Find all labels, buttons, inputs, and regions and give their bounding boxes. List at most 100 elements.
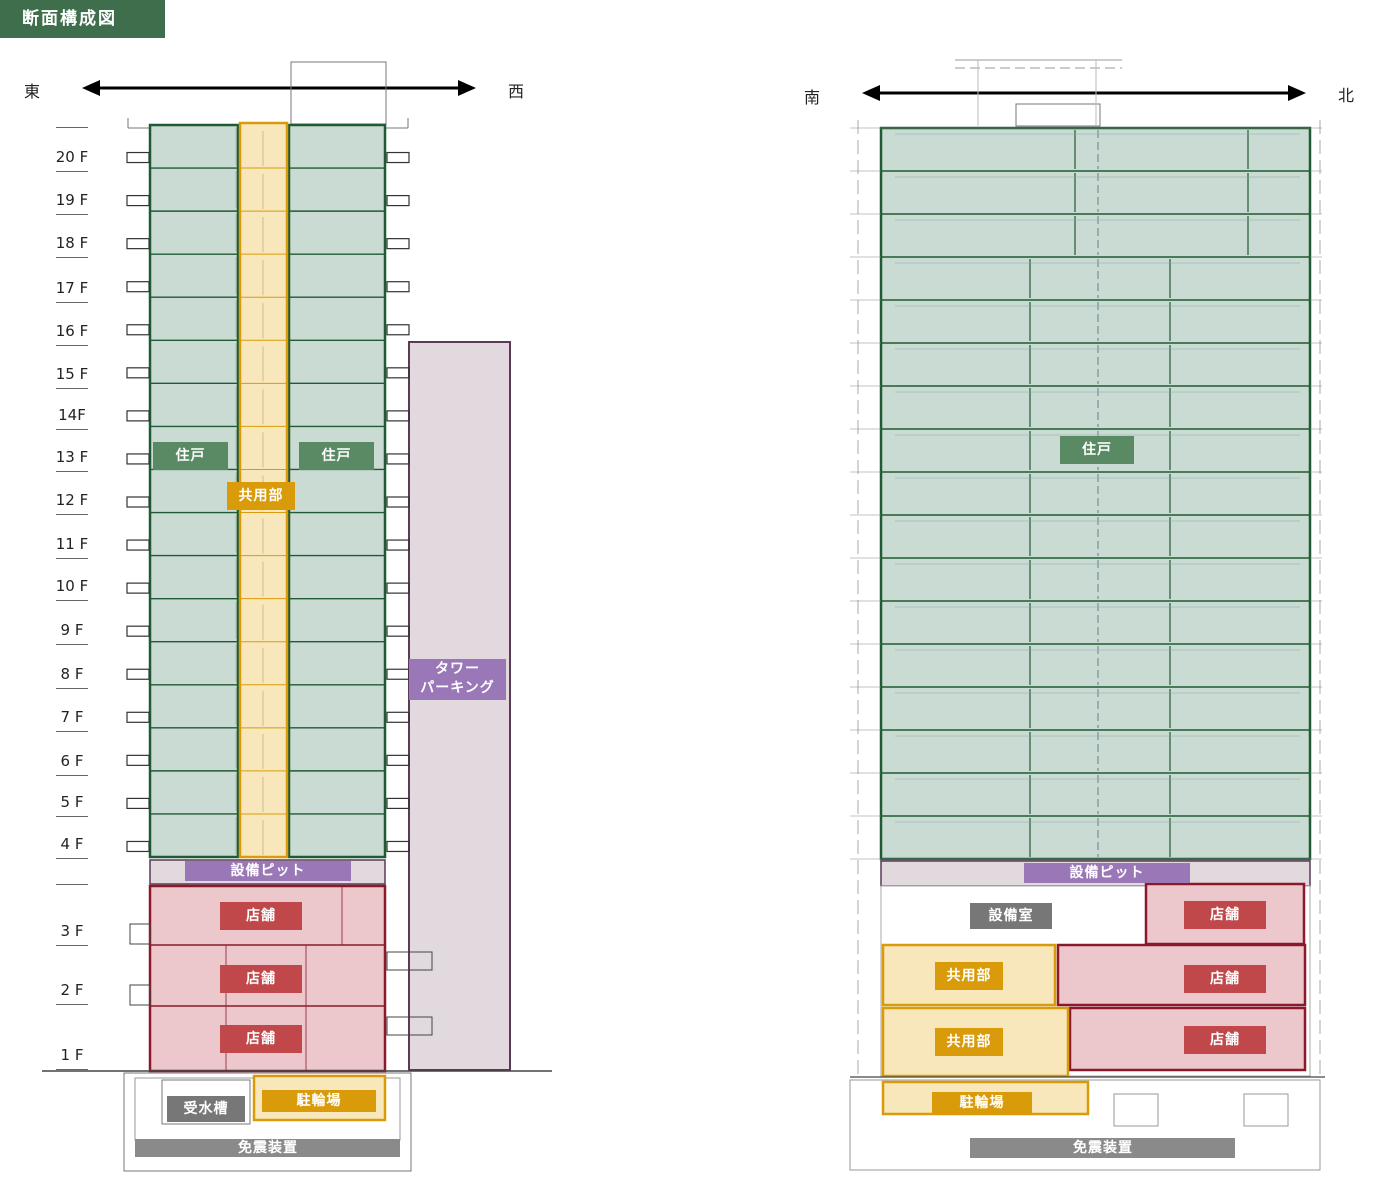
balcony-east <box>126 194 150 207</box>
floor-label: 11 F <box>55 535 89 553</box>
arrow-head-north <box>1288 85 1306 101</box>
balcony-east <box>126 625 150 637</box>
floor-label: 2 F <box>60 981 84 999</box>
residential-east-block <box>148 123 240 859</box>
floor-label: 9 F <box>60 621 84 639</box>
floor-tick <box>56 884 88 885</box>
floor-label: 4 F <box>60 835 84 853</box>
equipment-pit-tag-right: 設備ピット <box>1024 863 1190 883</box>
balcony-west <box>386 754 410 766</box>
shop-tag-left-3f: 店舗 <box>220 902 302 930</box>
balcony-east <box>126 840 150 853</box>
floor-tick <box>56 345 88 346</box>
floor-tick <box>56 644 88 645</box>
right-section <box>849 59 1325 1171</box>
arrow-head-west <box>458 80 476 96</box>
residence-tag-east: 住戸 <box>153 442 228 470</box>
floor-tick <box>56 600 88 601</box>
floor-tick <box>56 514 88 515</box>
floor-label: 14F <box>58 406 86 424</box>
floor-label: 8 F <box>60 665 84 683</box>
floor-label: 12 F <box>55 491 89 509</box>
balcony-west <box>386 194 410 207</box>
seismic-isolation-left <box>135 1139 400 1157</box>
balcony-west <box>386 410 410 422</box>
balcony-east <box>126 410 150 422</box>
balcony-east <box>126 539 150 551</box>
floor-label: 20 F <box>55 148 89 166</box>
floor-label: 6 F <box>60 752 84 770</box>
floor-tick <box>56 388 88 389</box>
floor-tick <box>56 429 88 430</box>
floor-label: 15 F <box>55 365 89 383</box>
balcony-west <box>386 711 410 723</box>
balcony-west <box>386 625 410 637</box>
balcony-west <box>386 324 410 336</box>
floor-label: 10 F <box>55 577 89 595</box>
balcony-east <box>126 453 150 465</box>
balcony-west <box>386 582 410 594</box>
direction-west-label: 西 <box>508 82 525 101</box>
balcony-west <box>386 496 410 508</box>
common-tag-left: 共用部 <box>227 482 295 510</box>
floor-tick <box>56 731 88 732</box>
balcony-west <box>386 840 410 853</box>
balcony-east <box>126 367 150 379</box>
tower-parking-label-1: タワー <box>435 661 480 677</box>
direction-east-label: 東 <box>24 82 41 101</box>
rooftop-structure <box>290 61 387 125</box>
floor-label: 18 F <box>55 234 89 252</box>
balcony-east <box>126 711 150 723</box>
balcony-west <box>386 151 410 164</box>
floor-tick <box>56 816 88 817</box>
balcony-east <box>126 324 150 336</box>
balcony-east <box>126 754 150 766</box>
floor-tick <box>56 171 88 172</box>
residence-tag-right: 住戸 <box>1060 436 1134 464</box>
floor-tick <box>56 945 88 946</box>
shop-tag-left-1f: 店舗 <box>220 1025 302 1053</box>
tower-parking-label-2: パーキング <box>420 680 495 696</box>
balcony-west <box>386 367 410 379</box>
tower-parking-block <box>408 341 511 1071</box>
balcony-east <box>126 668 150 680</box>
balcony-east <box>126 582 150 594</box>
bicycle-parking-tag-left: 駐輪場 <box>262 1090 376 1112</box>
balcony-east <box>126 496 150 508</box>
floor-tick <box>56 127 88 128</box>
common-tag-right-1f: 共用部 <box>935 1028 1003 1056</box>
residence-tag-west: 住戸 <box>299 442 374 470</box>
residential-west-block <box>287 123 387 859</box>
tower-parking-tag: タワー パーキング <box>409 659 506 700</box>
floor-tick <box>56 1004 88 1005</box>
arrow-head-south <box>862 85 880 101</box>
shop-tag-right-3f: 店舗 <box>1184 901 1266 929</box>
balcony-east <box>126 797 150 810</box>
floor-tick <box>56 214 88 215</box>
left-section <box>42 61 552 1172</box>
floor-tick <box>56 471 88 472</box>
residential-block-right <box>879 126 1312 861</box>
shop-tag-right-2f: 店舗 <box>1184 965 1266 993</box>
floor-tick <box>56 558 88 559</box>
shop-2f-right <box>1056 943 1307 1007</box>
floor-tick <box>56 1069 88 1070</box>
direction-south-label: 南 <box>804 88 821 107</box>
floor-label: 3 F <box>60 922 84 940</box>
floor-label: 16 F <box>55 322 89 340</box>
floor-tick <box>56 257 88 258</box>
floor-label: 19 F <box>55 191 89 209</box>
common-tag-right-2f: 共用部 <box>935 962 1003 990</box>
balcony-east <box>126 281 150 293</box>
shop-tag-right-1f: 店舗 <box>1184 1026 1266 1054</box>
balcony-east <box>126 151 150 164</box>
water-tank-tag: 受水槽 <box>167 1096 245 1122</box>
floor-label: 7 F <box>60 708 84 726</box>
page-title: 断面構成図 <box>0 0 165 38</box>
balcony-west <box>386 668 410 680</box>
balcony-east <box>126 238 150 250</box>
floor-label: 5 F <box>60 793 84 811</box>
floor-tick <box>56 775 88 776</box>
floor-label: 13 F <box>55 448 89 466</box>
